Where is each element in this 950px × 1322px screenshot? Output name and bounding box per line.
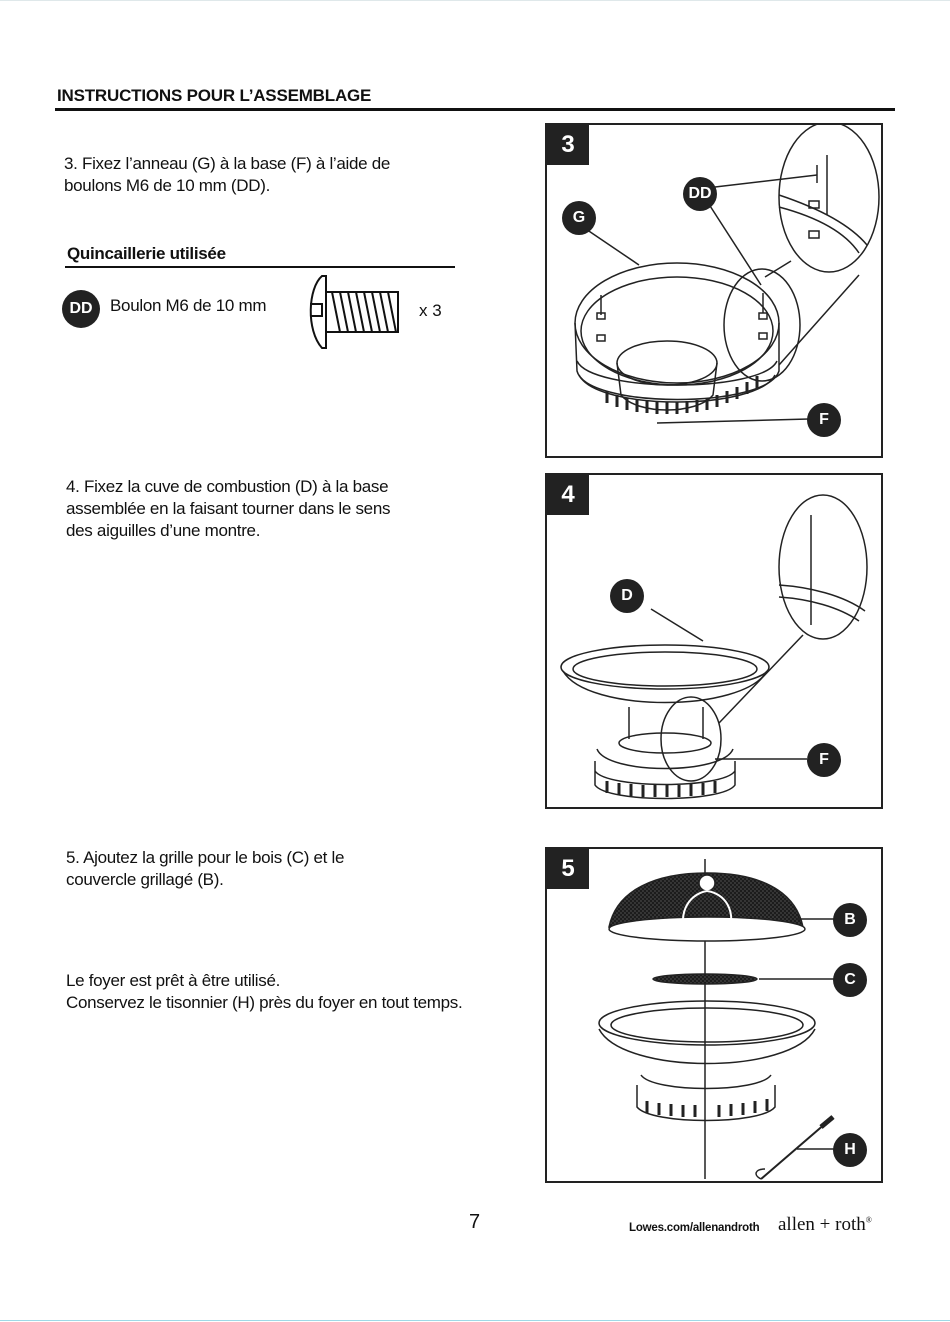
bolt-icon: [309, 275, 399, 349]
step-5-diagram: 5: [545, 847, 883, 1183]
hardware-divider: [65, 266, 455, 268]
callout-h: H: [833, 1133, 867, 1167]
callout-g: G: [562, 201, 596, 235]
step-4-number: 4: [547, 475, 589, 515]
hardware-title: Quincaillerie utilisée: [67, 244, 226, 263]
callout-dd: DD: [683, 177, 717, 211]
step-3-number: 3: [547, 125, 589, 165]
header-divider: [55, 108, 895, 111]
top-edge-line: [0, 0, 950, 1]
assembled-fire-pit-illustration: [598, 859, 837, 1180]
hardware-label: Boulon M6 de 10 mm: [110, 296, 267, 315]
page-number: 7: [469, 1211, 481, 1233]
step-3-diagram: 3: [545, 123, 883, 458]
brand-logo: allen + roth®: [778, 1214, 872, 1235]
ring-and-base-illustration: [574, 125, 880, 424]
callout-d: D: [610, 579, 644, 613]
callout-f: F: [807, 403, 841, 437]
step-4-diagram: 4: [545, 473, 883, 809]
page-title: INSTRUCTIONS POUR L’ASSEMBLAGE: [57, 86, 372, 105]
step-4-instructions: 4. Fixez la cuve de combustion (D) à la …: [66, 477, 391, 540]
website-link[interactable]: Lowes.com/allenandroth: [629, 1222, 760, 1234]
callout-c: C: [833, 963, 867, 997]
closing-note: Le foyer est prêt à être utilisé. Conser…: [66, 971, 463, 1012]
hardware-code-badge: DD: [62, 290, 100, 328]
step-5-instructions: 5. Ajoutez la grille pour le bois (C) et…: [66, 848, 345, 889]
bowl-and-base-illustration: [560, 494, 868, 800]
callout-b: B: [833, 903, 867, 937]
step-5-number: 5: [547, 849, 589, 889]
callout-f: F: [807, 743, 841, 777]
step-3-instructions: 3. Fixez l’anneau (G) à la base (F) à l’…: [64, 154, 391, 195]
hardware-quantity: x 3: [419, 301, 442, 320]
bottom-edge-line: [0, 1320, 950, 1321]
